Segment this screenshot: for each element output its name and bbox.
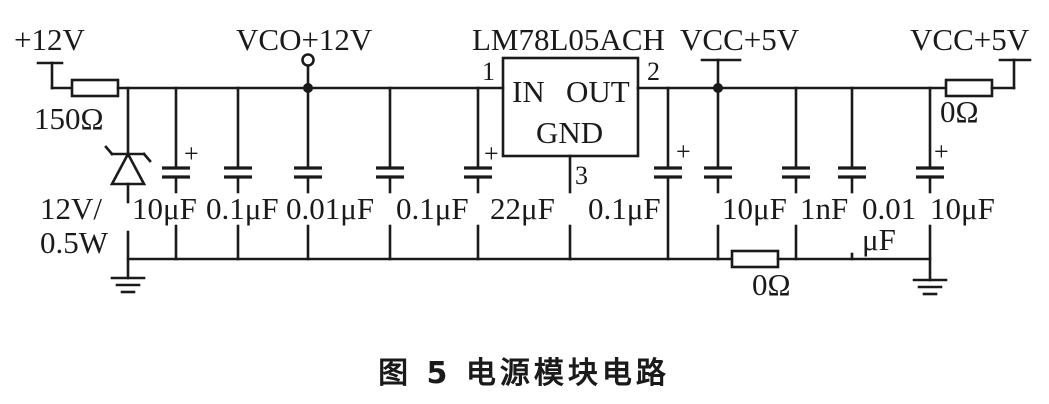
label-r-0-ohm-ground: 0Ω bbox=[752, 267, 791, 302]
label-c5: 22μF bbox=[490, 191, 555, 226]
figure-caption: 图 5 电源模块电路 bbox=[378, 356, 670, 391]
regulator-out-label: OUT bbox=[566, 74, 630, 109]
label-zener-line2: 0.5W bbox=[40, 225, 109, 260]
cap-1nf bbox=[782, 86, 810, 261]
cap-22uf bbox=[464, 86, 492, 261]
label-regulator-part: LM78L05ACH bbox=[472, 22, 665, 57]
vcc-terminal-left bbox=[700, 58, 742, 90]
label-vcc-5v-right: VCC+5V bbox=[910, 22, 1030, 57]
input-12v-terminal bbox=[36, 61, 74, 90]
resistor-0-ohm-ground bbox=[730, 249, 780, 269]
polarity-plus-c6: + bbox=[676, 137, 691, 166]
label-c1: 10μF bbox=[132, 191, 197, 226]
cap-0-01uf-out bbox=[838, 86, 866, 261]
label-c9-line1: 0.01 bbox=[862, 191, 916, 226]
vco-test-point bbox=[301, 53, 315, 67]
regulator-in-label: IN bbox=[512, 74, 545, 109]
label-c4: 0.1μF bbox=[396, 191, 469, 226]
vcc-terminal-right bbox=[990, 58, 1032, 90]
label-c9-line2: μF bbox=[862, 222, 896, 257]
cap-0-1uf-a bbox=[224, 86, 252, 261]
label-c7: 10μF bbox=[722, 191, 787, 226]
ground-symbol-right bbox=[912, 278, 948, 296]
label-c2: 0.1μF bbox=[206, 191, 279, 226]
cap-0-1uf-b bbox=[376, 86, 404, 261]
zener-diode bbox=[104, 145, 152, 186]
label-vco-12v: VCO+12V bbox=[236, 22, 373, 57]
label-c10: 10μF bbox=[930, 191, 995, 226]
ground-symbol-left bbox=[110, 276, 146, 294]
label-c8: 1nF bbox=[800, 191, 848, 226]
pin-2-label: 2 bbox=[647, 57, 660, 86]
cap-10uf-final bbox=[916, 86, 944, 282]
label-c6: 0.1μF bbox=[588, 191, 661, 226]
label-input-12v: +12V bbox=[14, 22, 85, 57]
polarity-plus-c5: + bbox=[484, 139, 499, 168]
junction-dot-vco bbox=[303, 83, 313, 93]
regulator-gnd-label: GND bbox=[536, 115, 603, 150]
label-zener-line1: 12V/ bbox=[40, 191, 102, 226]
polarity-plus-c1: + bbox=[184, 139, 199, 168]
label-r-150-ohm: 150Ω bbox=[34, 101, 104, 136]
resistor-150-ohm bbox=[70, 78, 120, 98]
label-c3: 0.01μF bbox=[286, 191, 374, 226]
pin-3-label: 3 bbox=[575, 161, 588, 190]
cap-0-1uf-out bbox=[654, 86, 682, 261]
cap-0-01uf-a bbox=[294, 64, 322, 261]
cap-10uf-out bbox=[704, 86, 732, 261]
pin-1-label: 1 bbox=[482, 57, 495, 86]
polarity-plus-c10: + bbox=[934, 137, 949, 166]
label-vcc-5v-left: VCC+5V bbox=[680, 22, 800, 57]
label-r-0-ohm-top: 0Ω bbox=[940, 94, 979, 129]
cap-10uf-input bbox=[162, 86, 190, 261]
